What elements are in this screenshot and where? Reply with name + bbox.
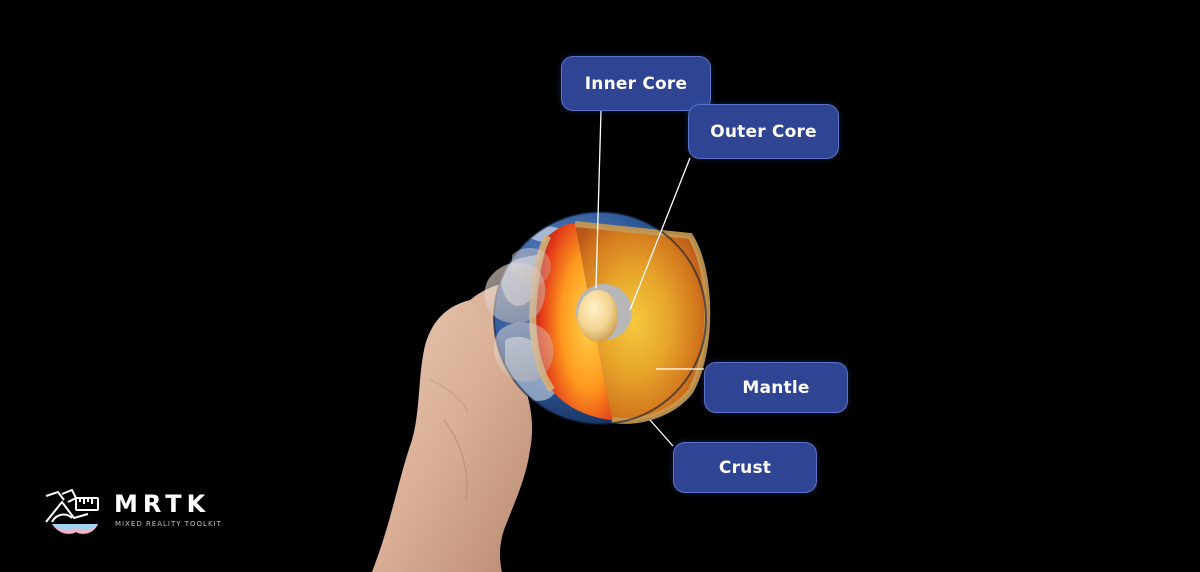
mrtk-logo: MRTK MIXED REALITY TOOLKIT (42, 488, 232, 540)
logo-subtitle: MIXED REALITY TOOLKIT (115, 520, 222, 528)
label-outer-core[interactable]: Outer Core (688, 104, 839, 159)
user-fingers (484, 247, 554, 382)
leader-line-crust (649, 419, 674, 447)
mrtk-headset-tools-icon (45, 488, 99, 534)
leader-line-outer-core (629, 157, 691, 311)
label-mantle[interactable]: Mantle (704, 362, 848, 413)
logo-title: MRTK (114, 490, 211, 518)
leader-lines (595, 110, 704, 447)
leader-line-inner-core (595, 110, 602, 289)
label-inner-core[interactable]: Inner Core (561, 56, 711, 111)
label-crust[interactable]: Crust (673, 442, 817, 493)
